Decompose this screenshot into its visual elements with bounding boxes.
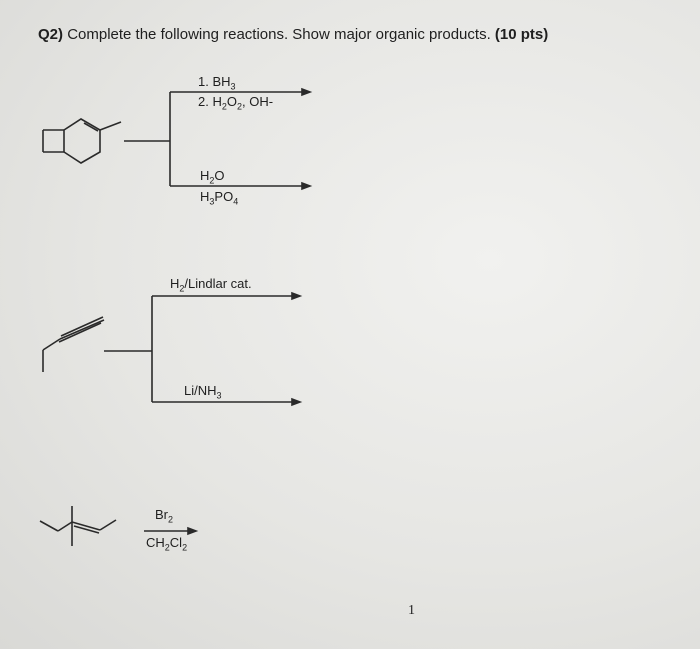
page-number: 1 [408,603,415,618]
bicyclic-alkene-structure [42,118,122,164]
question-number: Q2) [38,26,64,43]
reaction1-branch-arrows [124,87,313,191]
r1-reagent-bh3: 1. BH3 [198,74,236,92]
alkene-structure [39,506,117,546]
r3-reagent-br2: Br2 [155,507,174,525]
reaction2-branch-arrows [151,291,303,407]
reaction3-arrow [144,526,199,536]
question-text: Complete the following reactions. Show m… [67,26,491,43]
alkyne-structure [42,316,152,372]
r2-reagent-lindlar: H2/Lindlar cat. [170,276,252,294]
r3-reagent-ch2cl2: CH2Cl2 [146,535,188,553]
r1-reagent-h2o: H2O [200,168,225,186]
r1-reagent-h3po4: H3PO4 [200,189,239,207]
r1-reagent-h2o2: 2. H2O2, OH- [198,94,274,112]
question-heading: Q2) Complete the following reactions. Sh… [38,26,548,43]
r2-reagent-li-nh3: Li/NH3 [184,383,222,401]
question-points: (10 pts) [494,26,549,43]
